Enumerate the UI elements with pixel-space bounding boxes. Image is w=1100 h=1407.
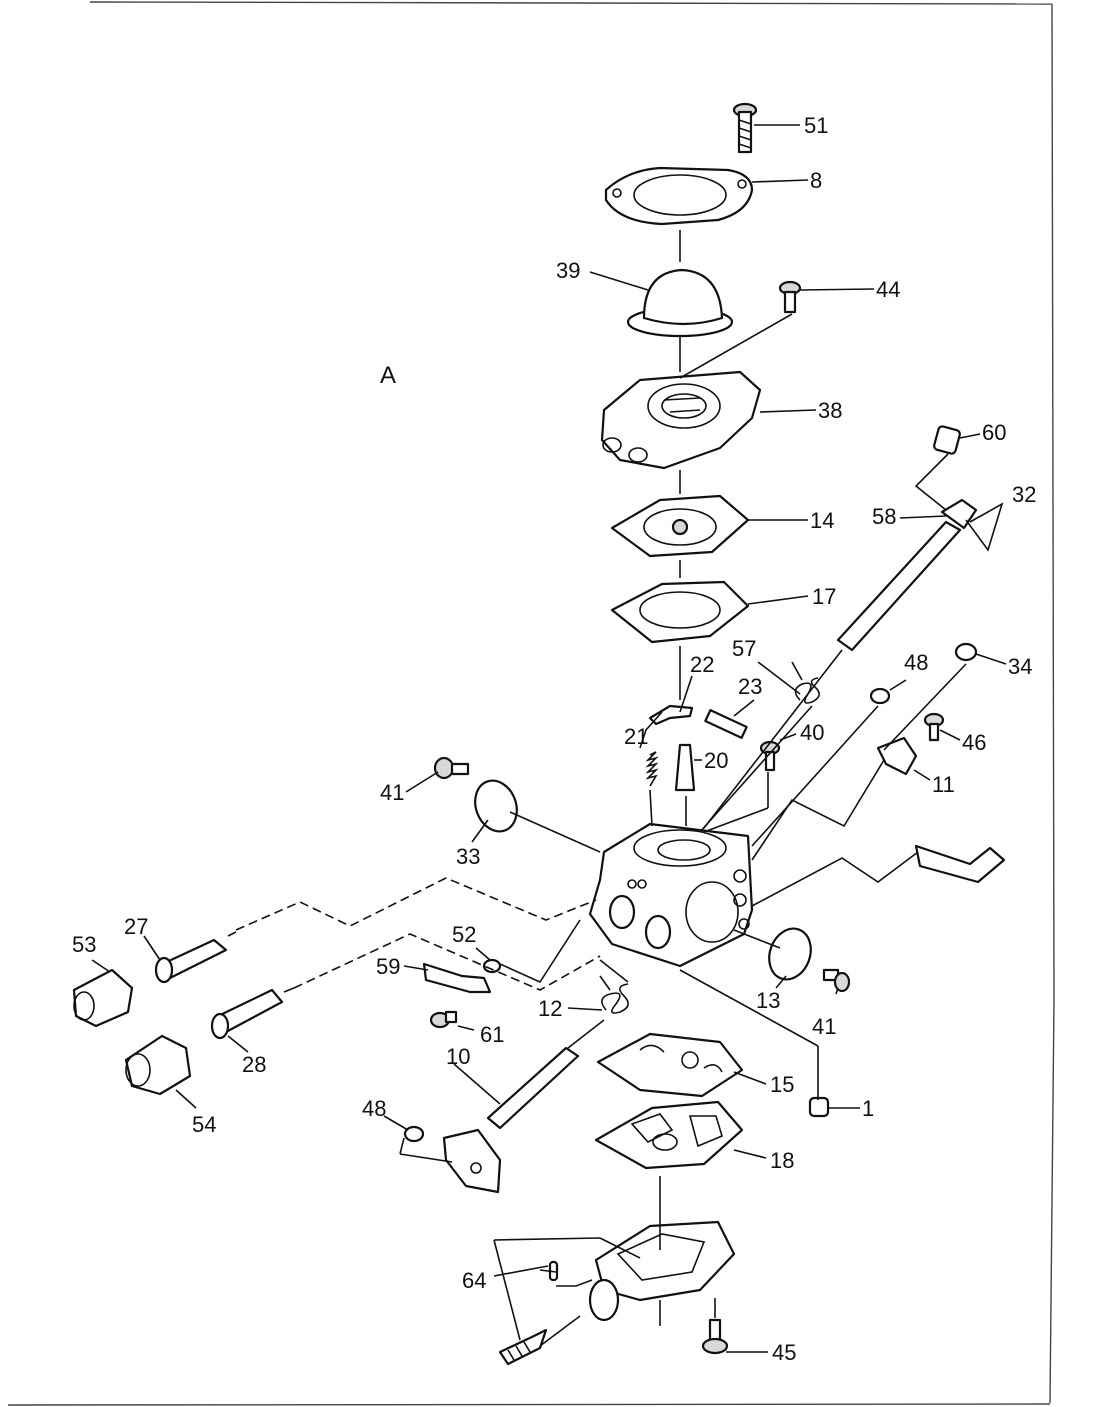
part-21-spring <box>645 751 659 787</box>
part-8-cover <box>604 166 754 226</box>
part-22-lever <box>648 704 694 726</box>
label-15: 15 <box>770 1072 794 1097</box>
part-39-primer-bulb <box>626 268 734 338</box>
part-60-cap <box>933 425 961 455</box>
label-33: 33 <box>456 844 480 869</box>
label-27: 27 <box>124 914 148 939</box>
label-53: 53 <box>72 932 96 957</box>
part-23-pin <box>704 709 748 739</box>
part-46-screw <box>923 712 945 742</box>
label-61: 61 <box>480 1022 504 1047</box>
label-11: 11 <box>932 772 955 797</box>
assembly-lines <box>235 230 967 1347</box>
carb-main-body <box>588 822 754 968</box>
label-1: 1 <box>862 1096 874 1121</box>
label-23: 23 <box>738 674 762 699</box>
part-48-clip-lower <box>403 1125 425 1143</box>
part-28-needle <box>210 987 295 1040</box>
label-54: 54 <box>192 1112 216 1137</box>
label-12: 12 <box>538 996 562 1021</box>
part-14-diaphragm <box>610 494 750 558</box>
label-21: 21 <box>624 724 648 749</box>
part-51-screw <box>732 102 758 154</box>
label-51: 51 <box>804 113 828 138</box>
label-8: 8 <box>810 168 822 193</box>
part-15-diaphragm <box>596 1032 744 1098</box>
part-12-spring <box>599 975 629 1014</box>
part-1-nut <box>808 1096 830 1118</box>
label-48-lower: 48 <box>362 1096 386 1121</box>
part-54-cap <box>124 1034 192 1096</box>
part-52-clip <box>482 958 502 974</box>
part-41-screw-right <box>822 968 851 993</box>
part-33-valve-plate <box>474 779 518 833</box>
carb-lower-body <box>588 1220 736 1322</box>
part-20-needle <box>674 743 696 792</box>
part-34-nut <box>954 642 978 662</box>
label-22: 22 <box>690 652 714 677</box>
label-10: 10 <box>446 1044 470 1069</box>
label-52: 52 <box>452 922 476 947</box>
part-13-valve-plate <box>768 927 812 981</box>
label-60: 60 <box>982 420 1006 445</box>
label-18: 18 <box>770 1148 794 1173</box>
label-58: 58 <box>872 504 896 529</box>
part-38-pump-body <box>600 370 762 470</box>
label-59: 59 <box>376 954 400 979</box>
part-41-screw-left <box>433 756 470 780</box>
label-32: 32 <box>1012 482 1036 507</box>
view-label: A <box>380 362 396 389</box>
part-10-throttle-shaft <box>442 1046 580 1194</box>
lower-adjust-screw <box>498 1328 548 1366</box>
label-17: 17 <box>812 584 836 609</box>
fuel-elbow <box>914 844 1006 884</box>
label-41-right: 41 <box>812 1014 836 1039</box>
part-11-lever-plate <box>876 736 918 776</box>
label-34: 34 <box>1008 654 1032 679</box>
label-41-left: 41 <box>380 780 404 805</box>
label-20: 20 <box>704 748 728 773</box>
label-57: 57 <box>732 636 756 661</box>
label-39: 39 <box>556 258 580 283</box>
part-32-choke-shaft <box>836 498 978 652</box>
label-14: 14 <box>810 508 834 533</box>
part-45-screw <box>701 1318 729 1355</box>
part-53-cap <box>72 968 134 1028</box>
label-13: 13 <box>756 988 780 1013</box>
part-17-gasket <box>610 580 750 644</box>
part-labels: 51 8 39 44 38 60 58 32 14 17 57 48 34 22… <box>72 113 1036 1365</box>
label-44: 44 <box>876 277 900 302</box>
label-64: 64 <box>462 1268 486 1293</box>
label-45: 45 <box>772 1340 796 1365</box>
part-61-screw <box>429 1010 458 1029</box>
callout-leaders <box>91 124 1007 1353</box>
part-44-screw <box>778 280 802 314</box>
part-18-gasket <box>594 1100 744 1170</box>
label-28: 28 <box>242 1052 266 1077</box>
part-27-needle <box>154 931 237 984</box>
scan-border <box>7 1 1055 1406</box>
label-40: 40 <box>800 720 824 745</box>
part-48-clip <box>869 687 891 705</box>
part-57-spring <box>791 661 820 704</box>
part-59-link <box>422 962 492 994</box>
label-48-upper: 48 <box>904 650 928 675</box>
label-38: 38 <box>818 398 842 423</box>
label-46: 46 <box>962 730 986 755</box>
